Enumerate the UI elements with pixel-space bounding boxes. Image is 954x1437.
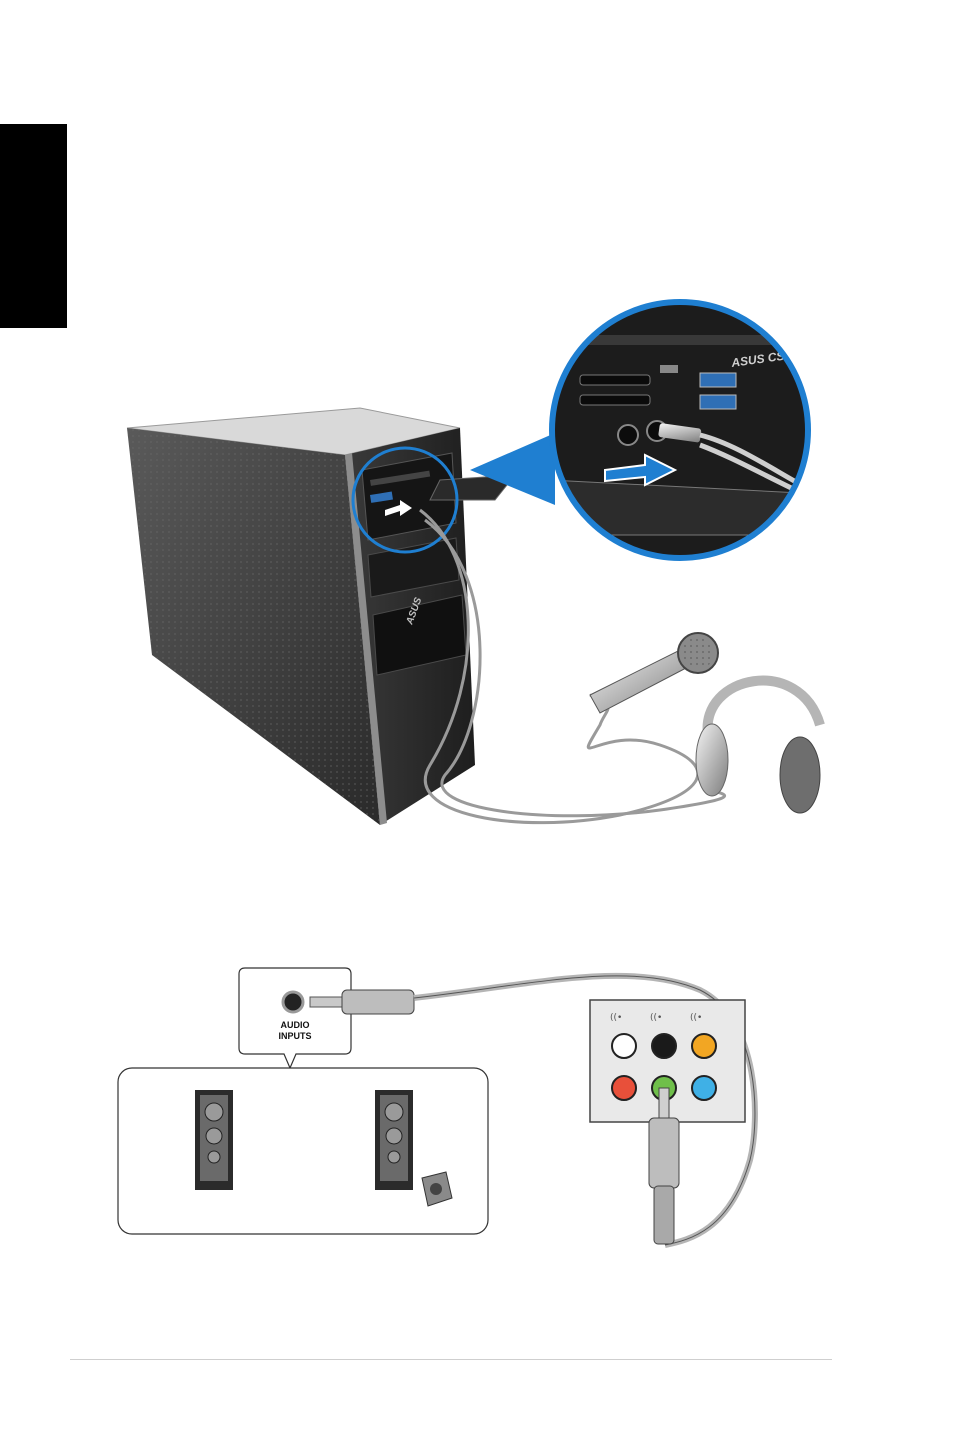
svg-text:((•: ((• — [650, 1013, 662, 1023]
audio-inputs-label-line2: INPUTS — [262, 1031, 328, 1042]
speaker-right-icon — [375, 1090, 413, 1190]
audio-jack-port — [612, 1076, 636, 1100]
headphones-icon — [696, 681, 820, 813]
pc-tower: ASUS — [127, 408, 515, 825]
language-side-tab — [0, 124, 67, 328]
speakers-panel — [118, 1068, 488, 1234]
audio-jack-port — [652, 1034, 676, 1058]
speaker-rear-audio-illustration: ((• ((• ((• — [110, 960, 840, 1260]
audio-inputs-label-line1: AUDIO — [262, 1020, 328, 1031]
audio-input-jack-icon — [283, 992, 303, 1012]
audio-jack-port — [692, 1076, 716, 1100]
audio-jack-port — [692, 1034, 716, 1058]
audio-inputs-callout-box — [239, 968, 351, 1068]
svg-text:((•: ((• — [690, 1013, 702, 1023]
svg-text:((•: ((• — [610, 1013, 622, 1023]
footer-divider — [70, 1359, 832, 1360]
pc-audio-front-illustration: ASUS ASUS CS S — [100, 295, 830, 835]
audio-inputs-label: AUDIO INPUTS — [262, 1020, 328, 1042]
callout-magnified-ports: ASUS CS S — [540, 295, 830, 565]
microphone-icon — [590, 633, 718, 713]
speaker-left-icon — [195, 1090, 233, 1190]
audio-jack-port — [612, 1034, 636, 1058]
